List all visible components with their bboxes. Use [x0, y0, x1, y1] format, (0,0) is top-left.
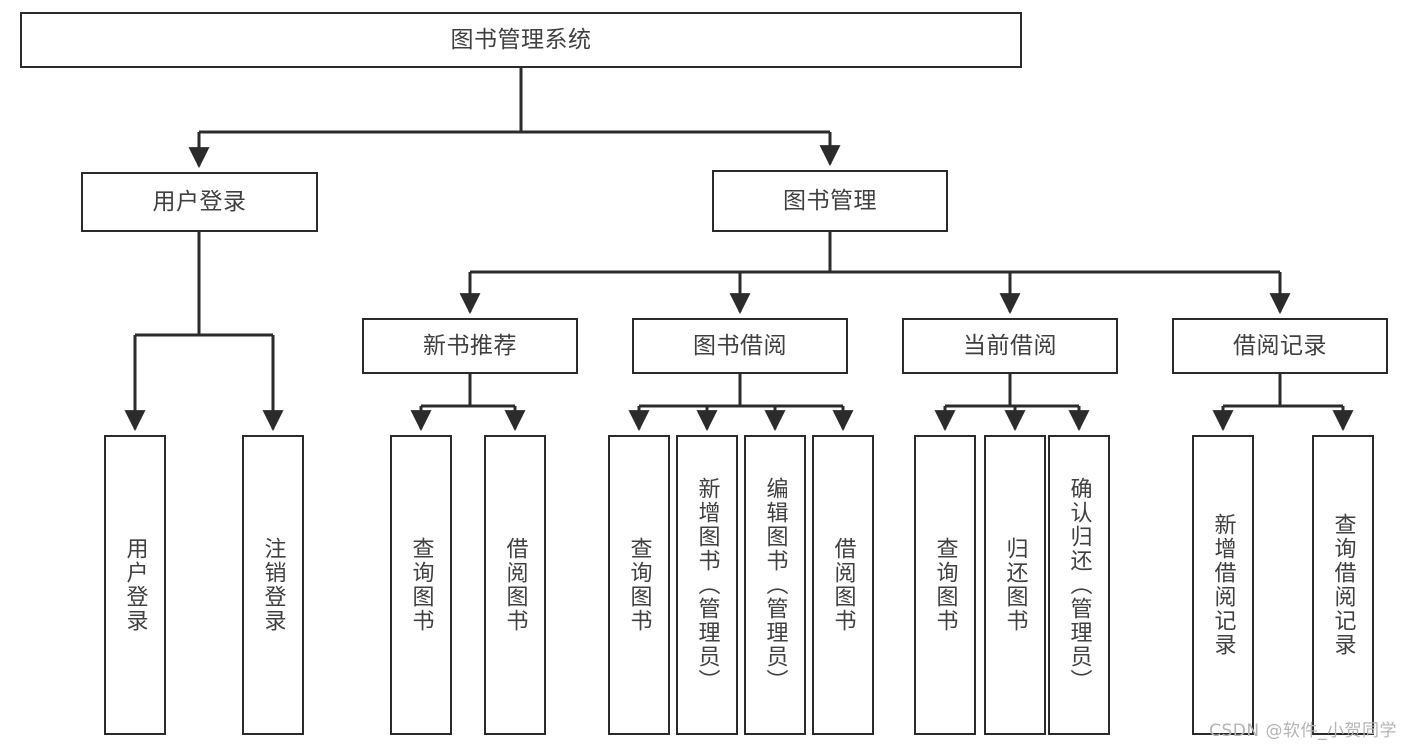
node-borrow-record[interactable]: 借阅记录 — [1172, 318, 1388, 374]
node-leaf-add-book[interactable]: 新增图书（管理员） — [676, 435, 738, 735]
node-leaf-return-book-label: 归还图书 — [1002, 537, 1028, 633]
node-leaf-user-login-label: 用户登录 — [122, 537, 148, 633]
node-leaf-query-record-label: 查询借阅记录 — [1330, 513, 1356, 657]
node-leaf-edit-book-label: 编辑图书（管理员） — [762, 477, 788, 693]
node-book-manage-label: 图书管理 — [783, 187, 877, 214]
node-borrow-record-label: 借阅记录 — [1233, 332, 1327, 359]
node-book-manage[interactable]: 图书管理 — [712, 170, 948, 232]
node-leaf-add-book-label: 新增图书（管理员） — [694, 477, 720, 693]
node-leaf-query-book-3[interactable]: 查询图书 — [914, 435, 976, 735]
node-leaf-query-book-2[interactable]: 查询图书 — [608, 435, 670, 735]
node-leaf-logout[interactable]: 注销登录 — [242, 435, 304, 735]
node-book-borrow[interactable]: 图书借阅 — [632, 318, 848, 374]
node-leaf-borrow-book-1[interactable]: 借阅图书 — [484, 435, 546, 735]
node-leaf-borrow-book-2[interactable]: 借阅图书 — [812, 435, 874, 735]
node-leaf-confirm-return-label: 确认归还（管理员） — [1066, 477, 1092, 693]
node-leaf-edit-book[interactable]: 编辑图书（管理员） — [744, 435, 806, 735]
node-leaf-borrow-book-2-label: 借阅图书 — [830, 537, 856, 633]
node-leaf-return-book[interactable]: 归还图书 — [984, 435, 1046, 735]
node-leaf-user-login[interactable]: 用户登录 — [104, 435, 166, 735]
node-current-borrow[interactable]: 当前借阅 — [902, 318, 1118, 374]
node-book-borrow-label: 图书借阅 — [693, 332, 787, 359]
node-new-book-recommend-label: 新书推荐 — [423, 332, 517, 359]
node-leaf-add-record[interactable]: 新增借阅记录 — [1192, 435, 1254, 735]
node-user-login-label: 用户登录 — [152, 188, 247, 215]
node-current-borrow-label: 当前借阅 — [963, 332, 1057, 359]
node-root-label: 图书管理系统 — [450, 26, 592, 53]
node-root[interactable]: 图书管理系统 — [20, 12, 1022, 68]
node-leaf-query-book-1-label: 查询图书 — [408, 537, 434, 633]
node-leaf-query-book-1[interactable]: 查询图书 — [390, 435, 452, 735]
node-leaf-logout-label: 注销登录 — [260, 537, 286, 633]
node-leaf-add-record-label: 新增借阅记录 — [1210, 513, 1236, 657]
watermark: CSDN @软件_小贺同学 — [1209, 721, 1397, 741]
node-leaf-borrow-book-1-label: 借阅图书 — [502, 537, 528, 633]
node-leaf-confirm-return[interactable]: 确认归还（管理员） — [1048, 435, 1110, 735]
node-user-login[interactable]: 用户登录 — [81, 172, 318, 232]
node-leaf-query-record[interactable]: 查询借阅记录 — [1312, 435, 1374, 735]
node-new-book-recommend[interactable]: 新书推荐 — [362, 318, 578, 374]
node-leaf-query-book-2-label: 查询图书 — [626, 537, 652, 633]
node-leaf-query-book-3-label: 查询图书 — [932, 537, 958, 633]
